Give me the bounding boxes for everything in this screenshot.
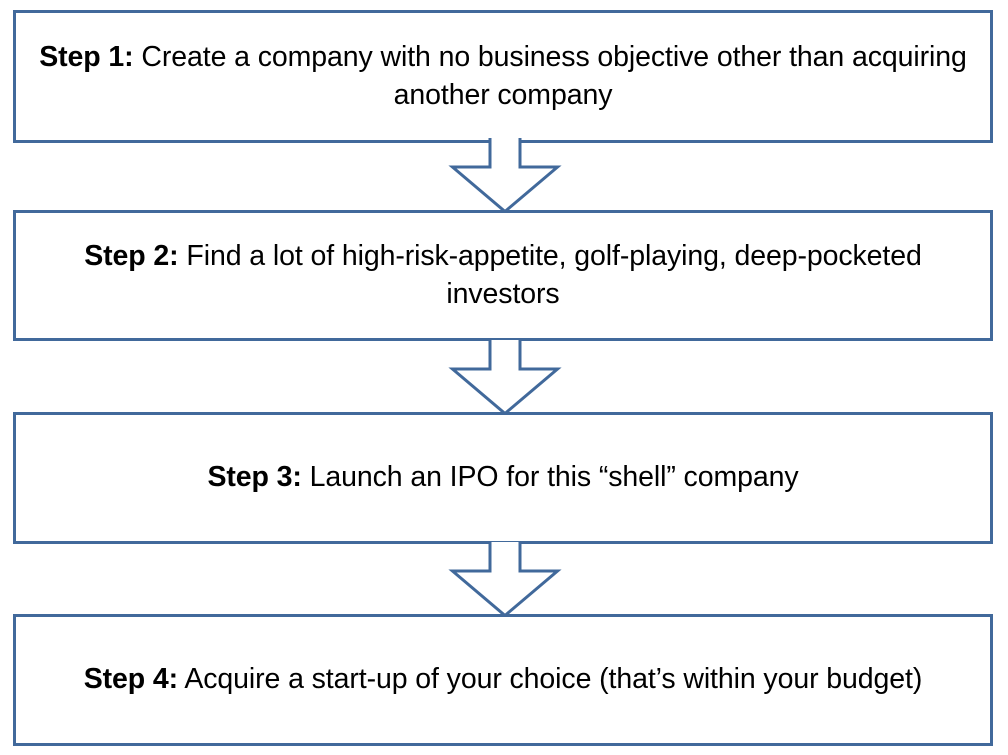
flowchart-step-box-1: Step 1: Create a company with no busines… [13, 10, 993, 143]
flowchart-step-box-2: Step 2: Find a lot of high-risk-appetite… [13, 210, 993, 341]
step-1-label: Step 1: [39, 40, 134, 73]
down-arrow-icon-2 [448, 340, 562, 416]
step-3-text: Step 3: Launch an IPO for this “shell” c… [30, 459, 976, 497]
step-1-text: Step 1: Create a company with no busines… [30, 39, 976, 115]
down-arrow-icon-1 [448, 138, 562, 214]
flowchart-step-box-4: Step 4: Acquire a start-up of your choic… [13, 614, 993, 746]
step-4-label: Step 4: [83, 663, 179, 696]
step-3-body: Launch an IPO for this “shell” company [309, 461, 799, 494]
flowchart-step-box-3: Step 3: Launch an IPO for this “shell” c… [13, 412, 993, 544]
step-3-label: Step 3: [207, 461, 302, 494]
step-4-body: Acquire a start-up of your choice (that’… [184, 663, 923, 696]
step-2-body: Find a lot of high-risk-appetite, golf-p… [186, 239, 922, 310]
step-1-body: Create a company with no business object… [141, 40, 967, 111]
step-2-label: Step 2: [84, 239, 179, 272]
step-2-text: Step 2: Find a lot of high-risk-appetite… [30, 238, 976, 314]
down-arrow-icon-3 [448, 542, 562, 618]
step-4-text: Step 4: Acquire a start-up of your choic… [30, 661, 976, 699]
